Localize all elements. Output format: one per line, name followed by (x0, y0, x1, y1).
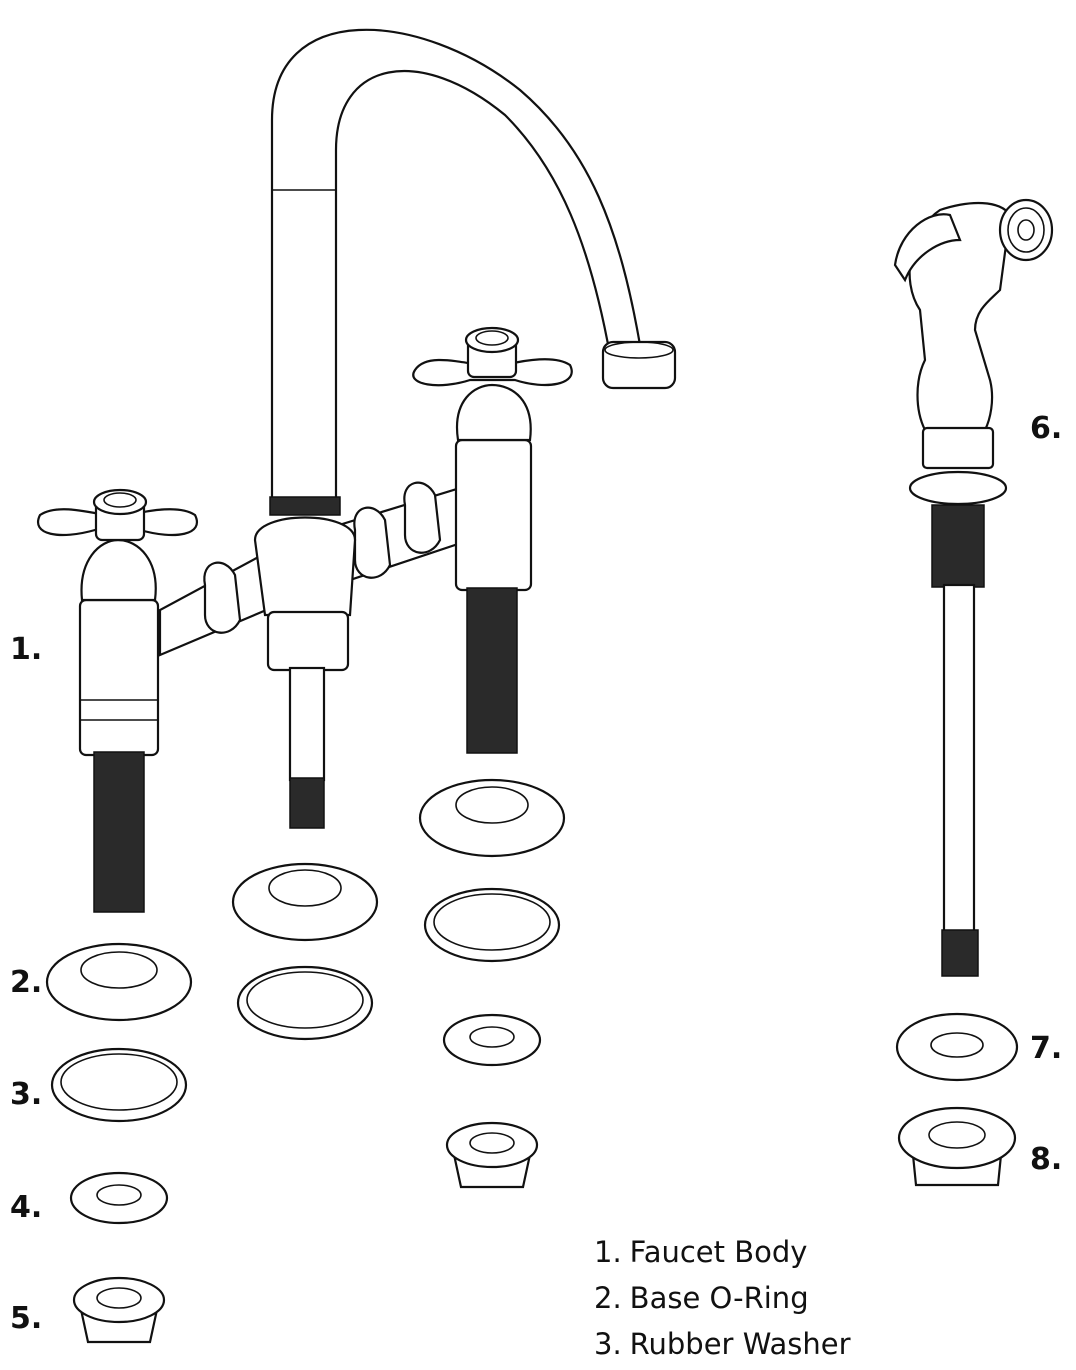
legend-item: 1.Faucet Body (594, 1232, 851, 1278)
legend-number: 1. (594, 1235, 622, 1269)
callout-6: 6. (1030, 411, 1063, 446)
faucet-body (158, 481, 492, 829)
spout (269, 28, 677, 516)
legend-label: Rubber Washer (629, 1327, 851, 1361)
callout-1: 1. (10, 632, 43, 667)
legend-number: 3. (594, 1327, 622, 1361)
callout-8: 8. (1030, 1142, 1063, 1177)
legend-item: 2.Base O-Ring (594, 1278, 851, 1324)
callout-5: 5. (10, 1301, 43, 1336)
legend-item: 3.Rubber Washer (594, 1324, 851, 1370)
callout-4: 4. (10, 1190, 43, 1225)
middle-parts-stack (231, 862, 379, 1041)
callout-2: 2. (10, 965, 43, 1000)
legend-label: Faucet Body (629, 1235, 808, 1269)
left-parts-stack (45, 942, 193, 1344)
side-sprayer (893, 198, 1054, 1187)
left-valve (37, 488, 198, 913)
callout-7: 7. (1030, 1031, 1063, 1066)
parts-legend: 1.Faucet Body 2.Base O-Ring 3.Rubber Was… (594, 1232, 851, 1370)
legend-number: 2. (594, 1281, 622, 1315)
right-valve (412, 326, 573, 754)
legend-label: Base O-Ring (629, 1281, 809, 1315)
callout-3: 3. (10, 1077, 43, 1112)
right-parts-stack (418, 778, 566, 1189)
